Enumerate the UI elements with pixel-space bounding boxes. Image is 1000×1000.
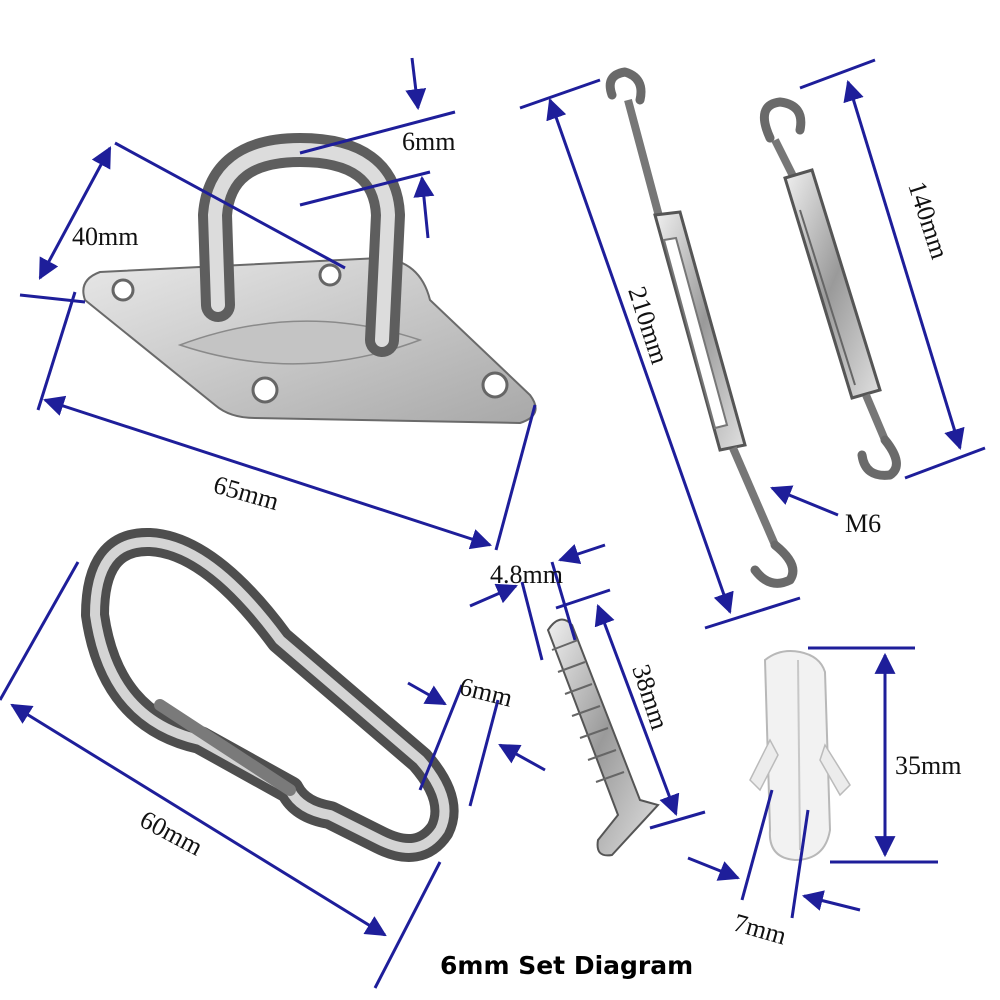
turnbuckle-short-label: 140mm [902,178,954,263]
length-dimension-arrow [43,395,492,550]
plate-hole-icon [481,371,509,399]
carabiner-length-arrow [10,703,387,937]
screw-diameter-arrow-right [558,543,606,564]
pad-eye-length-label: 65mm [210,470,282,516]
carabiner-wire-label: 6mm [457,672,516,713]
ring-arrow-top [405,57,427,111]
plate-hole-icon [111,278,135,302]
plug-diameter-arrow-left [687,856,740,881]
screw-diameter-label: 4.8mm [490,560,563,589]
plug-length-label: 35mm [895,751,961,780]
ring-arrow-bottom [413,175,435,239]
wall-plug [749,650,851,862]
turnbuckle-short-arrow [843,79,965,451]
thread-arrow [770,485,839,517]
screw [546,618,660,857]
width-dimension-arrow [38,146,112,280]
turnbuckle-short [759,97,901,480]
plate-hole-icon [318,263,342,287]
plug-diameter-label: 7mm [730,908,789,951]
plate-hole-icon [251,376,279,404]
screw-length-arrow [594,604,680,816]
turnbuckle-long-arrow [546,98,734,614]
plug-diameter-arrow-right [801,890,861,912]
diagram-caption: 6mm Set Diagram [440,951,693,980]
pad-eye-plate [82,133,537,425]
carabiner [81,528,459,862]
carabiner-length-label: 60mm [135,805,207,862]
pad-eye-ring-label: 6mm [402,127,455,156]
screw-diameter-arrow-left [469,583,518,608]
dimension-lines [0,57,986,989]
pad-eye-width-label: 40mm [72,222,138,251]
thread-label: M6 [845,509,881,538]
wire-arrow-right [498,743,546,772]
wire-arrow-left [407,681,447,706]
